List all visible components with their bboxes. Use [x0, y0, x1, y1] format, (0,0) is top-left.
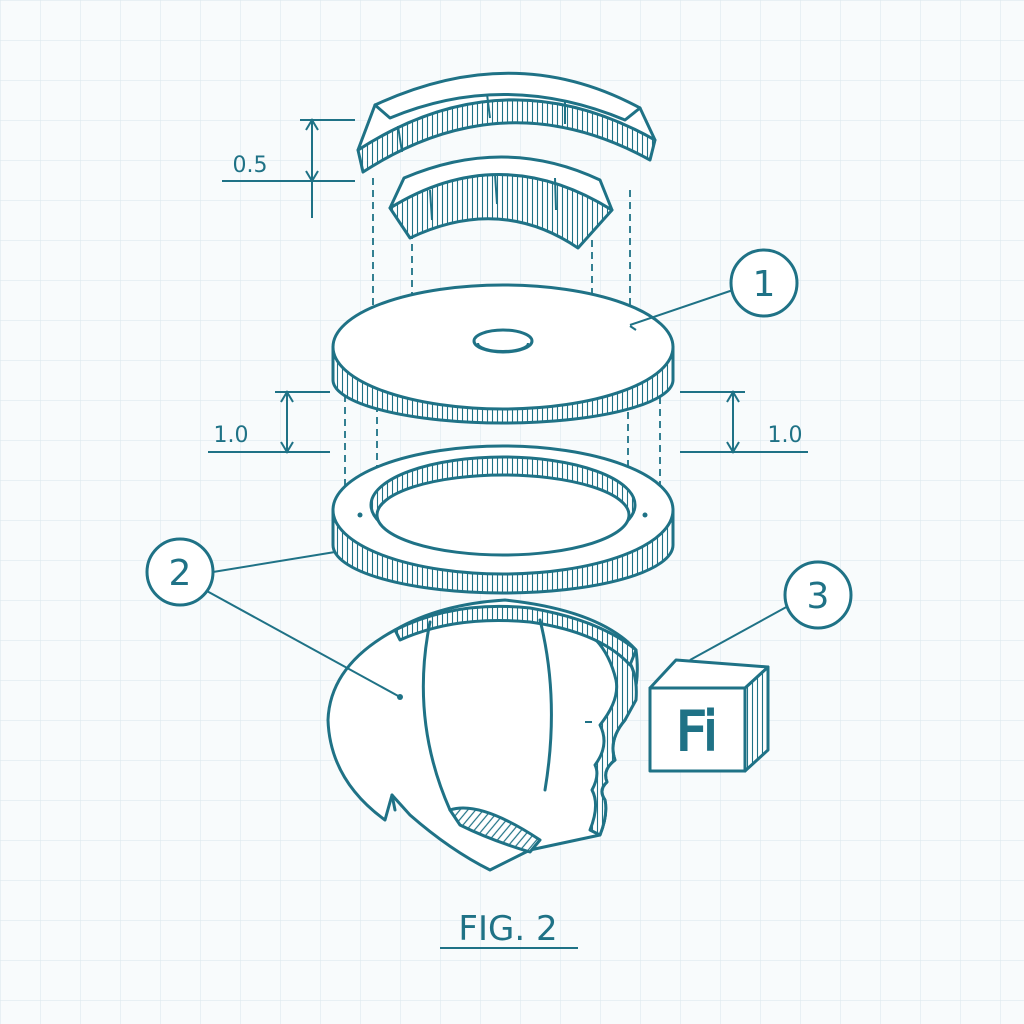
callout-1-label: 1: [753, 264, 776, 305]
dimension-left-label: 1.0: [214, 423, 249, 448]
callout-3-circle: [783, 560, 853, 630]
element-cube: [648, 658, 770, 773]
dimension-right-label: 1.0: [768, 423, 803, 448]
cube-label: Fi: [676, 700, 718, 763]
curved-block-outer: [356, 71, 657, 174]
figure-caption: FIG. 2: [458, 909, 557, 949]
callout-leaders: [204, 289, 791, 698]
callout-3-label: 3: [807, 576, 830, 617]
callout-2-circle: [145, 537, 215, 607]
dimension-top-label: 0.5: [233, 153, 268, 178]
curved-block-inner: [388, 155, 614, 250]
head-sculpture: [326, 598, 639, 872]
callout-1-circle: [729, 248, 799, 318]
flat-disc: [331, 283, 675, 425]
dimension-right: [680, 390, 808, 454]
ring: [331, 444, 675, 595]
dimension-left: [208, 390, 330, 454]
callout-2-label: 2: [169, 553, 192, 594]
dimension-top: [222, 118, 355, 218]
